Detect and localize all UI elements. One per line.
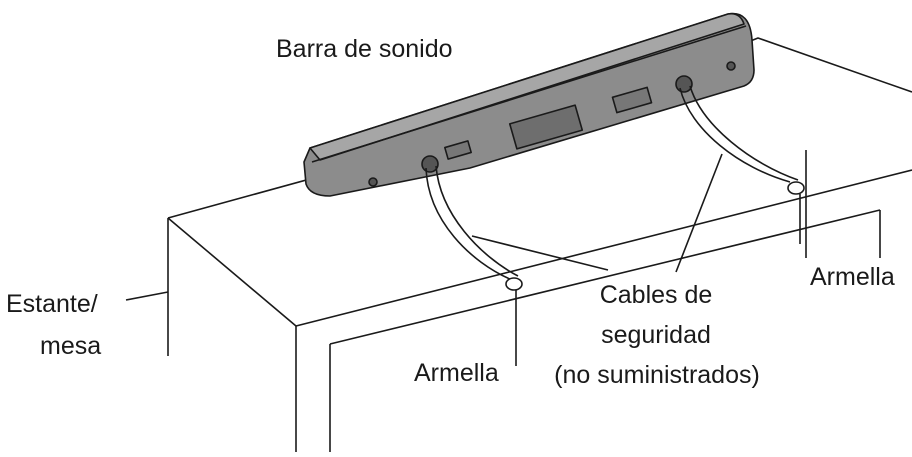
leader-cables-right	[675, 153, 723, 273]
security-cable-left	[425, 165, 519, 281]
soundbar-label: Barra de sonido	[276, 35, 453, 63]
shelf-label-line2: mesa	[40, 332, 102, 360]
soundbar	[303, 12, 755, 197]
eyebolt-left-label: Armella	[414, 359, 499, 387]
cables-label-line1: Cables de	[599, 281, 713, 309]
eyebolt-right	[787, 181, 805, 244]
eyebolt-right-label: Armella	[810, 263, 895, 291]
security-cable-right	[679, 85, 799, 183]
leader-cables-left	[471, 235, 609, 271]
leader-shelf	[125, 291, 169, 301]
cables-label-line3: (no suministrados)	[554, 361, 760, 389]
cables-label-line2: seguridad	[601, 321, 711, 349]
shelf-label-line1: Estante/	[6, 290, 98, 318]
eyebolt-left	[505, 277, 523, 366]
